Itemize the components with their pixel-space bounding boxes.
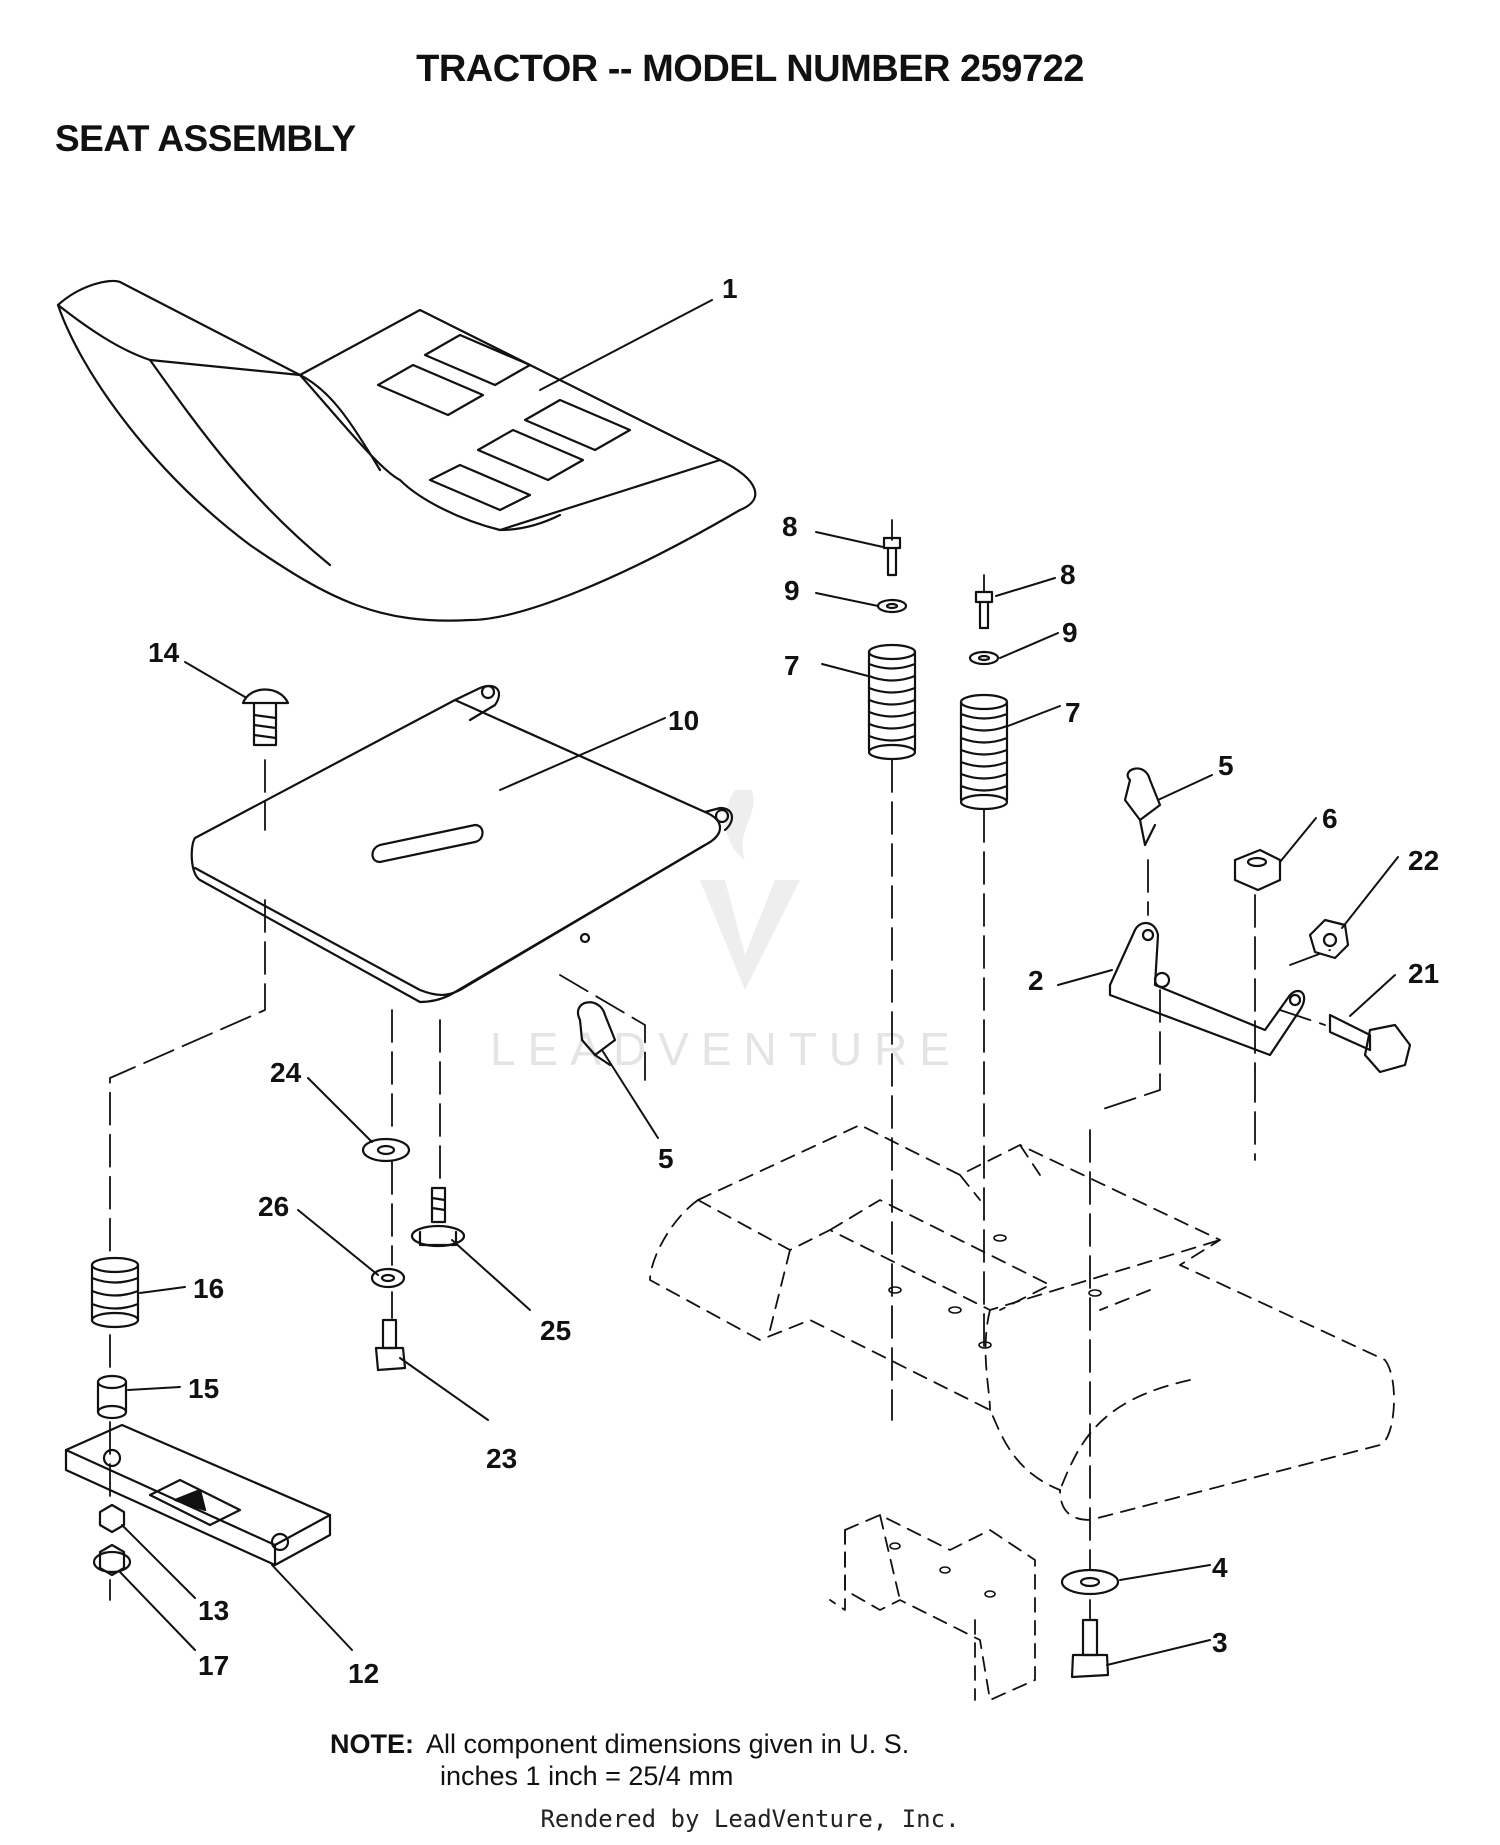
note-label: NOTE: (330, 1729, 414, 1759)
section-title: SEAT ASSEMBLY (55, 118, 356, 159)
washer-left (876, 598, 908, 614)
tractor-frame-outline (649, 1124, 1395, 1701)
callout-12: 12 (348, 1658, 379, 1689)
seat-pan-part (190, 684, 733, 1004)
hex-bolt-3-part (1070, 1618, 1110, 1679)
callout-9-left: 9 (784, 575, 800, 606)
washer-right (968, 650, 1000, 666)
flange-nut-17-part (92, 1543, 132, 1577)
callout-6: 6 (1322, 803, 1338, 834)
hex-nut-13-part (98, 1503, 126, 1534)
seat-part (56, 279, 757, 622)
hex-nut-part (1308, 918, 1350, 960)
dimension-note: NOTE: All component dimensions given in U… (330, 1728, 909, 1792)
callout-22: 22 (1408, 845, 1439, 876)
callout-23: 23 (486, 1443, 517, 1474)
spacer-part (96, 1374, 128, 1420)
spring-right-part (959, 693, 1009, 811)
footer-credit: Rendered by LeadVenture, Inc. (540, 1805, 960, 1833)
callout-13: 13 (198, 1595, 229, 1626)
carriage-bolt-part (241, 688, 290, 747)
callout-2: 2 (1028, 965, 1044, 996)
clip-upper-part (1123, 767, 1162, 847)
hex-bolt-part (1328, 1013, 1412, 1074)
watermark-text: LEADVENTURE (490, 1023, 962, 1075)
leader-lines (119, 299, 1399, 1666)
callout-16: 16 (193, 1273, 224, 1304)
callout-7-right: 7 (1065, 697, 1081, 728)
base-plate-part (64, 1423, 332, 1567)
frame-holes (888, 1234, 1102, 1598)
alignment-lines (109, 519, 1331, 1621)
callout-24: 24 (270, 1057, 302, 1088)
callout-5-upper: 5 (1218, 750, 1234, 781)
callout-7-left: 7 (784, 650, 800, 681)
callout-21: 21 (1408, 958, 1439, 989)
callout-15: 15 (188, 1373, 219, 1404)
flange-bolt-part (410, 1186, 466, 1248)
spring-left-part (867, 643, 917, 761)
callout-17: 17 (198, 1650, 229, 1681)
clip-lower-part (576, 1001, 617, 1067)
flat-washer-4-part (1060, 1568, 1120, 1596)
note-line-2: inches 1 inch = 25/4 mm (440, 1761, 734, 1791)
callout-5-lower: 5 (658, 1143, 674, 1174)
shoulder-bolt-left (882, 536, 902, 577)
leadventure-watermark: LEADVENTURE (490, 790, 962, 1075)
callout-3: 3 (1212, 1627, 1228, 1658)
lock-washer-part (370, 1267, 406, 1289)
cap-screw-part (374, 1318, 407, 1372)
callout-labels: 1 2 3 4 5 5 6 7 7 8 8 9 9 10 12 13 14 15… (148, 273, 1439, 1689)
page-title: TRACTOR -- MODEL NUMBER 259722 (416, 48, 1084, 90)
flat-washer-part (361, 1137, 411, 1163)
callout-14: 14 (148, 637, 180, 668)
shoulder-bolt-right (974, 590, 994, 630)
callout-26: 26 (258, 1191, 289, 1222)
small-spring-part (90, 1256, 140, 1329)
callout-8-right: 8 (1060, 559, 1076, 590)
callout-1: 1 (722, 273, 738, 304)
callout-8-left: 8 (782, 511, 798, 542)
callout-9-right: 9 (1062, 617, 1078, 648)
note-line-1: All component dimensions given in U. S. (426, 1729, 910, 1759)
callout-25: 25 (540, 1315, 571, 1346)
lock-nut-part (1233, 848, 1282, 892)
callout-10: 10 (668, 705, 699, 736)
seat-bracket-part (1108, 922, 1306, 1057)
callout-4: 4 (1212, 1552, 1228, 1583)
